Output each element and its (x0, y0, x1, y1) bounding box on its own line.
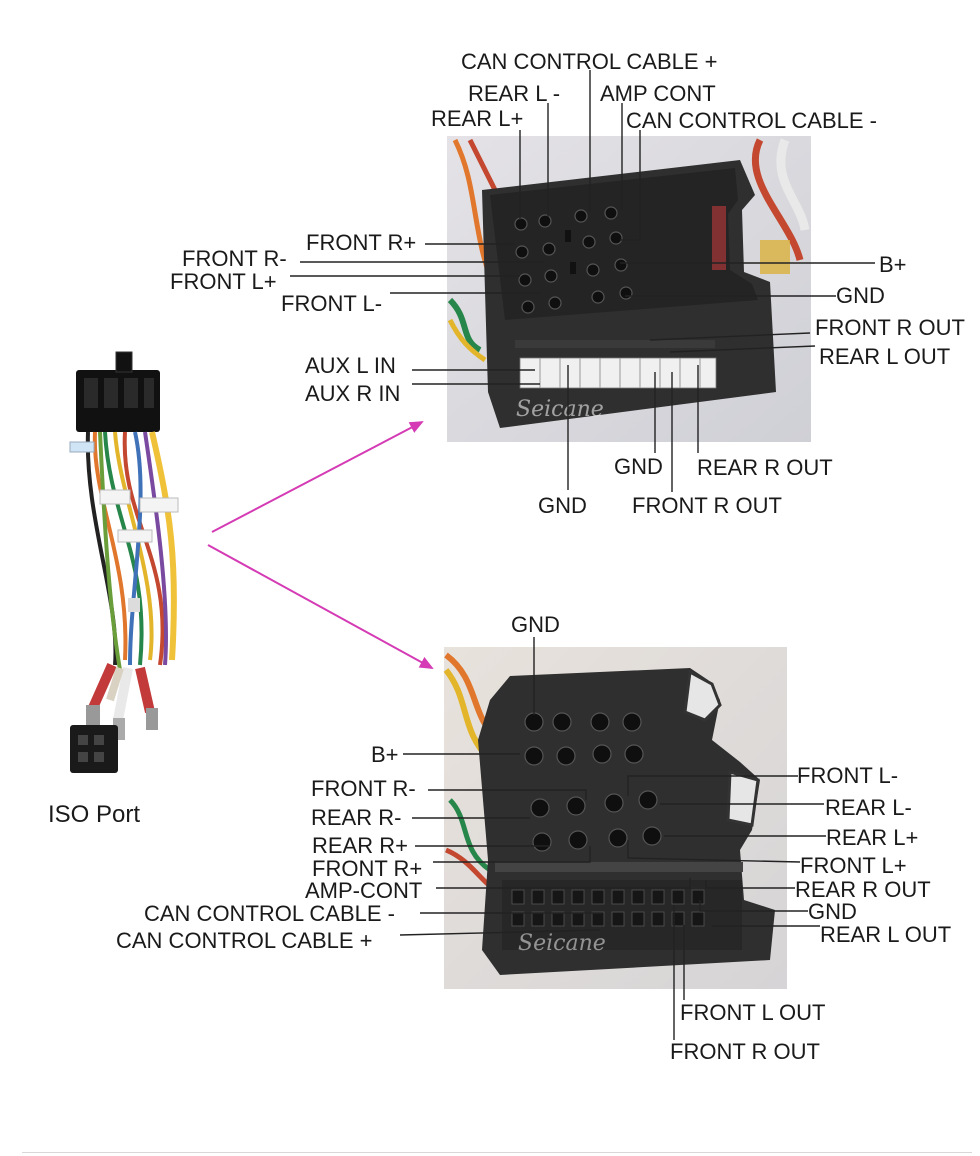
bottom-label-front-r-minus: FRONT R- (311, 776, 416, 801)
bottom-label-b-plus: B+ (371, 742, 399, 767)
footer-divider (22, 1152, 972, 1153)
bottom-watermark: Seicane (518, 931, 606, 956)
bottom-label-rear-l-minus: REAR L- (825, 795, 912, 820)
arrow-to-bottom-connector (207, 544, 434, 669)
top-label-rear-r-out: REAR R OUT (697, 455, 833, 480)
top-label-front-r-out-bottom: FRONT R OUT (632, 493, 782, 518)
bottom-connector-leader-lines (399, 637, 826, 1040)
top-connector-photo: Seicane (447, 136, 811, 442)
bottom-label-front-l-out: FRONT L OUT (680, 1000, 825, 1025)
top-label-rear-l-minus: REAR L - (468, 81, 560, 106)
top-label-gnd-bottom-a: GND (614, 454, 663, 479)
top-label-front-r-plus: FRONT R+ (306, 230, 416, 255)
top-label-front-l-plus: FRONT L+ (170, 269, 277, 294)
top-label-gnd-bottom-b: GND (538, 493, 587, 518)
top-label-can-minus: CAN CONTROL CABLE - (626, 108, 877, 133)
iso-port-label: ISO Port (48, 801, 140, 828)
top-label-aux-r-in: AUX R IN (305, 381, 400, 406)
bottom-label-front-l-plus: FRONT L+ (800, 853, 907, 878)
bottom-label-gnd-top: GND (511, 612, 560, 637)
top-watermark: Seicane (516, 397, 604, 422)
bottom-label-front-l-minus: FRONT L- (797, 763, 898, 788)
top-label-front-r-out-right: FRONT R OUT (815, 315, 965, 340)
iso-harness-illustration (69, 351, 179, 773)
top-label-front-l-minus: FRONT L- (281, 291, 382, 316)
top-label-amp-cont: AMP CONT (600, 81, 716, 106)
top-label-gnd-right: GND (836, 283, 885, 308)
top-label-b-plus: B+ (879, 252, 907, 277)
top-label-aux-l-in: AUX L IN (305, 353, 396, 378)
bottom-label-gnd-right: GND (808, 899, 857, 924)
bottom-connector-photo: Seicane (443, 647, 787, 989)
bottom-label-can-minus: CAN CONTROL CABLE - (144, 901, 395, 926)
top-label-front-r-minus: FRONT R- (182, 246, 287, 271)
bottom-label-rear-r-minus: REAR R- (311, 805, 401, 830)
bottom-label-amp-cont: AMP-CONT (305, 878, 422, 903)
bottom-label-rear-r-out: REAR R OUT (795, 877, 931, 902)
top-label-rear-l-out: REAR L OUT (819, 344, 950, 369)
bottom-label-rear-r-plus: REAR R+ (312, 833, 408, 858)
top-label-rear-l-plus: REAR L+ (431, 106, 523, 131)
bottom-label-rear-l-out: REAR L OUT (820, 922, 951, 947)
bottom-label-rear-l-plus: REAR L+ (826, 825, 918, 850)
top-connector-pins (514, 206, 633, 314)
top-label-can-plus: CAN CONTROL CABLE + (461, 49, 718, 74)
bottom-label-can-plus: CAN CONTROL CABLE + (116, 928, 373, 953)
arrow-to-top-connector (211, 421, 424, 533)
bottom-label-front-r-plus: FRONT R+ (312, 856, 422, 881)
top-connector-leader-lines (290, 70, 875, 492)
bottom-connector-pins (524, 712, 662, 852)
bottom-label-front-r-out: FRONT R OUT (670, 1039, 820, 1064)
